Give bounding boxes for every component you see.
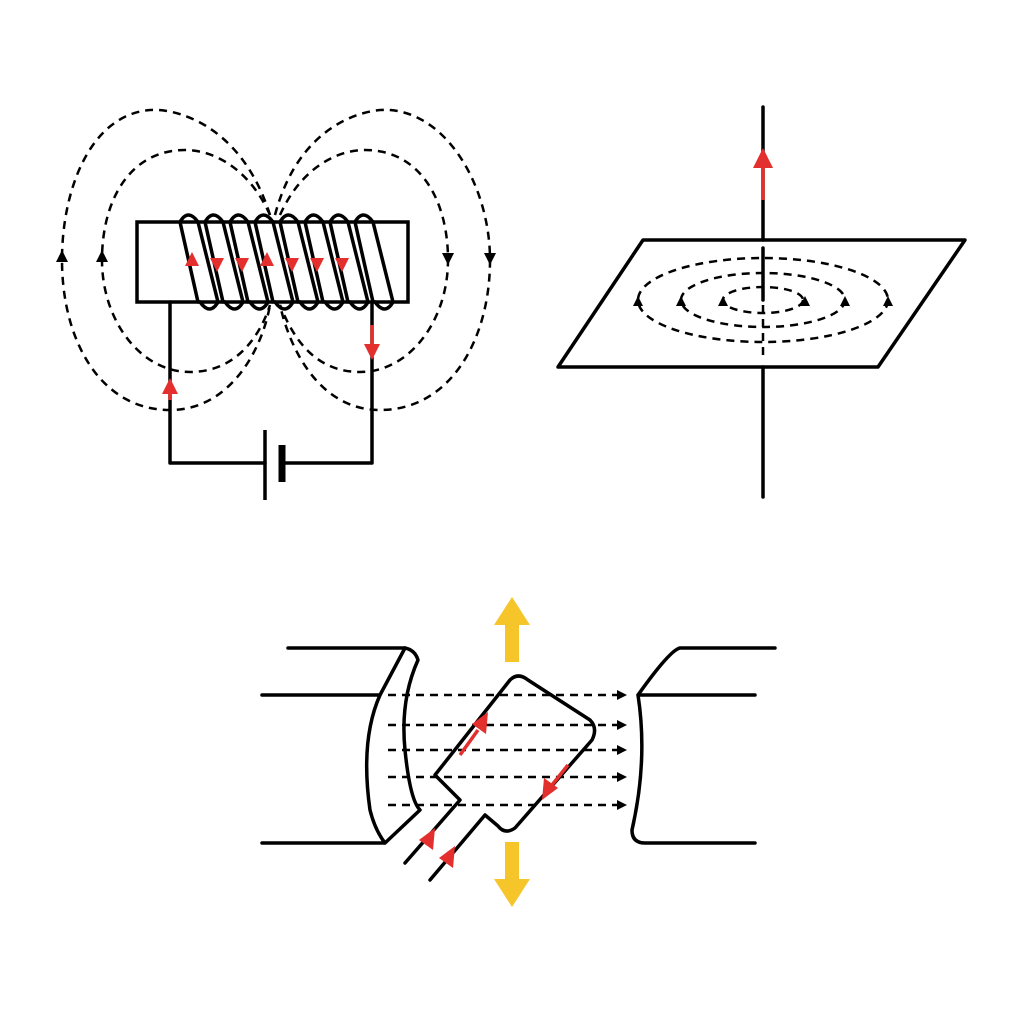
current-arrow: [335, 258, 349, 272]
coil-turn: [253, 213, 295, 311]
solenoid-panel: [56, 108, 496, 500]
arrowhead-icon: [484, 253, 496, 265]
coil-turn: [278, 213, 320, 311]
circuit-wire: [168, 300, 374, 465]
current-arrows: [419, 712, 570, 868]
coil-turn: [203, 213, 245, 311]
current-arrow: [185, 252, 199, 266]
current-arrow: [310, 258, 324, 272]
coil-turn: [328, 213, 370, 311]
current-arrow: [753, 148, 773, 168]
force-up-arrow: [494, 597, 530, 662]
plane: [556, 238, 967, 369]
coil-turn: [303, 213, 345, 311]
solenoid-core: [135, 220, 410, 304]
wire-loop: [403, 674, 597, 882]
current-arrow: [285, 258, 299, 272]
current-arrows: [162, 325, 380, 400]
arrowhead-icon: [56, 250, 68, 262]
field-lines: [56, 108, 496, 412]
motor-panel: [260, 597, 777, 907]
coil-turn: [228, 213, 270, 311]
current-arrow: [210, 258, 224, 272]
circular-field-lines: [633, 256, 893, 344]
force-arrows: [494, 597, 530, 907]
wire-plane-panel: [556, 105, 967, 499]
current-arrow: [260, 252, 274, 266]
left-magnet-pole: [260, 646, 422, 845]
arrowhead-icon: [442, 253, 454, 265]
force-down-arrow: [494, 842, 530, 907]
arrowhead-icon: [96, 250, 108, 262]
current-arrow: [235, 258, 249, 272]
coil-turn: [178, 213, 220, 311]
coil-turn: [353, 213, 395, 311]
magnetic-field-lines: [388, 690, 627, 810]
coil: [178, 213, 395, 311]
right-magnet-pole: [630, 646, 777, 845]
